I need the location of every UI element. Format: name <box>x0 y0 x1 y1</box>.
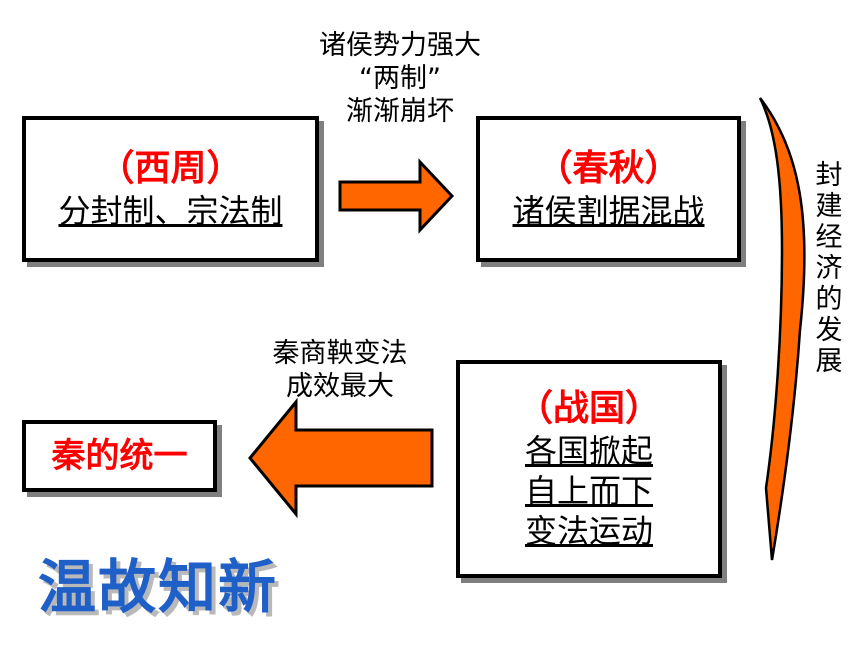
note-side-char: 经 <box>815 222 843 254</box>
box-qin-unification: 秦的统一 <box>22 420 217 492</box>
note-side-char: 的 <box>815 284 843 316</box>
note-side-char: 封 <box>815 160 843 191</box>
note-top-line-3: 渐渐崩坏 <box>346 95 454 127</box>
box-warring-states-line-3: 变法运动 <box>524 511 653 550</box>
note-middle-line-2: 成效最大 <box>286 370 394 402</box>
note-middle: 秦商鞅变法 成效最大 <box>250 338 430 404</box>
note-middle-line-1: 秦商鞅变法 <box>272 338 408 369</box>
box-spring-autumn: （春秋） 诸侯割据混战 <box>476 116 741 262</box>
heading-review: 温故知新 <box>38 553 279 621</box>
box-warring-states-line-1: 各国掀起 <box>524 431 653 470</box>
left-arrow <box>248 397 434 519</box>
box-western-zhou: （西周） 分封制、宗法制 <box>22 116 319 262</box>
right-arrow <box>338 158 455 234</box>
note-side-char: 济 <box>815 253 843 285</box>
note-top-line-2: “两制” <box>359 62 441 94</box>
curved-down-arrow <box>758 97 806 561</box>
box-spring-autumn-text: 诸侯割据混战 <box>512 191 705 230</box>
box-spring-autumn-title: （春秋） <box>536 148 681 190</box>
box-warring-states-title: （战国） <box>516 388 661 430</box>
note-side-char: 发 <box>815 315 843 347</box>
box-warring-states-line-2: 自上而下 <box>524 471 653 510</box>
note-top: 诸侯势力强大 “两制” 渐渐崩坏 <box>300 30 500 129</box>
box-warring-states: （战国） 各国掀起 自上而下 变法运动 <box>456 360 722 578</box>
note-side-char: 展 <box>815 346 843 378</box>
note-top-line-1: 诸侯势力强大 <box>319 30 481 61</box>
box-western-zhou-text: 分封制、宗法制 <box>58 191 283 230</box>
note-side-char: 建 <box>815 191 843 223</box>
box-western-zhou-title: （西周） <box>98 148 243 190</box>
note-side-vertical: 封 建 经 济 的 发 展 <box>814 160 844 377</box>
box-qin-unification-title: 秦的统一 <box>51 435 188 476</box>
